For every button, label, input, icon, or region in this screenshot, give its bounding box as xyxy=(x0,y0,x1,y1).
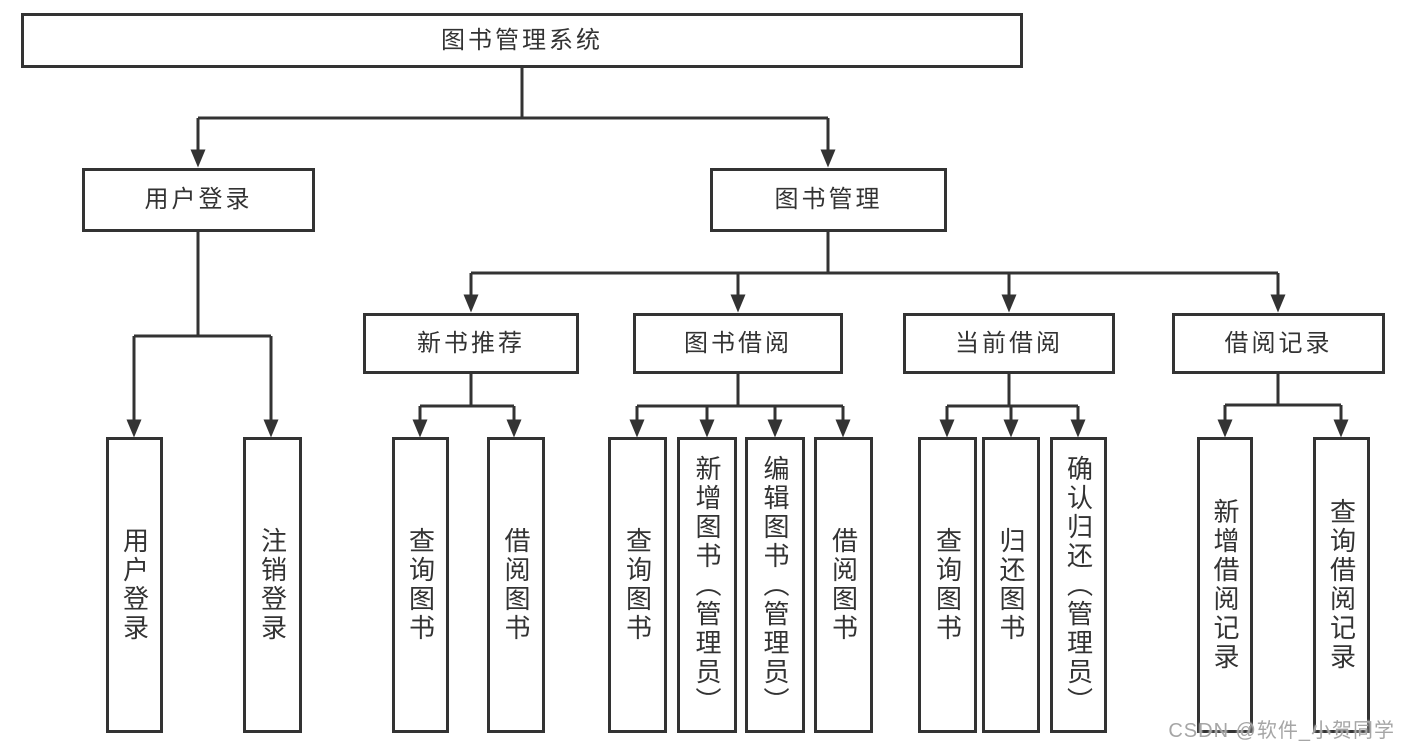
node-label: 用户登录 xyxy=(119,527,150,643)
leaf-borrow-books-recommend: 借阅图书 xyxy=(487,437,545,733)
node-label: 图书借阅 xyxy=(684,329,792,357)
leaf-query-books-recommend: 查询图书 xyxy=(392,437,449,733)
leaf-return-books: 归还图书 xyxy=(982,437,1040,733)
node-label: 图书管理系统 xyxy=(441,26,603,54)
node-label: 借阅图书 xyxy=(828,527,859,643)
leaf-query-books-current: 查询图书 xyxy=(918,437,977,733)
leaf-confirm-return-admin: 确认归还（管理员） xyxy=(1050,437,1107,733)
node-borrowing-records: 借阅记录 xyxy=(1172,313,1385,374)
node-label: 编辑图书（管理员） xyxy=(760,454,790,716)
leaf-add-books-admin: 新增图书（管理员） xyxy=(677,437,737,733)
node-new-book-recommendation: 新书推荐 xyxy=(363,313,579,374)
node-label: 确认归还（管理员） xyxy=(1063,454,1094,716)
leaf-borrow-books-borrowing: 借阅图书 xyxy=(814,437,873,733)
leaf-logout: 注销登录 xyxy=(243,437,302,733)
node-current-borrowing: 当前借阅 xyxy=(903,313,1115,374)
node-library-management-system: 图书管理系统 xyxy=(21,13,1023,68)
node-label: 用户登录 xyxy=(144,186,253,213)
node-label: 查询借阅记录 xyxy=(1326,498,1357,672)
node-label: 查询图书 xyxy=(405,527,436,643)
leaf-user-login: 用户登录 xyxy=(106,437,163,733)
node-label: 新书推荐 xyxy=(417,329,525,357)
node-label: 当前借阅 xyxy=(955,329,1063,357)
node-label: 归还图书 xyxy=(996,527,1026,643)
leaf-query-books-borrowing: 查询图书 xyxy=(608,437,667,733)
node-label: 借阅记录 xyxy=(1224,329,1333,357)
node-book-borrowing: 图书借阅 xyxy=(633,313,843,374)
node-label: 新增借阅记录 xyxy=(1210,498,1240,672)
node-label: 查询图书 xyxy=(932,527,963,643)
leaf-edit-books-admin: 编辑图书（管理员） xyxy=(745,437,805,733)
node-label: 查询图书 xyxy=(622,527,653,643)
csdn-watermark: CSDN @软件_小贺同学 xyxy=(1168,720,1395,742)
node-label: 注销登录 xyxy=(257,527,288,643)
node-user-login: 用户登录 xyxy=(82,168,315,232)
leaf-query-borrow-record: 查询借阅记录 xyxy=(1313,437,1370,733)
node-book-management: 图书管理 xyxy=(710,168,947,232)
leaf-add-borrow-record: 新增借阅记录 xyxy=(1197,437,1253,733)
node-label: 图书管理 xyxy=(774,186,883,213)
node-label: 借阅图书 xyxy=(501,527,531,643)
node-label: 新增图书（管理员） xyxy=(692,454,722,716)
